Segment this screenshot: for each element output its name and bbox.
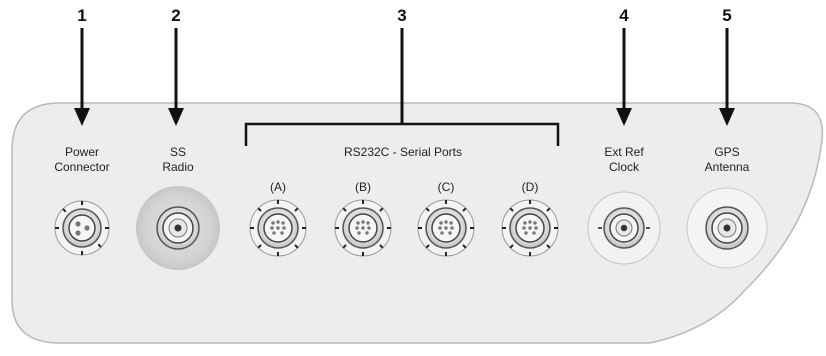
callout-number-3: 3: [397, 6, 407, 25]
serial-ports-bracket: [244, 122, 560, 146]
serial-ports-title: RS232C - Serial Ports: [343, 145, 463, 159]
power-label-line2: Connector: [54, 160, 110, 174]
serial-port-label-d: (D): [521, 180, 539, 194]
radio-label-line1: SS: [169, 145, 186, 159]
serial-port-c: [417, 199, 475, 257]
callout-number-4: 4: [619, 6, 629, 25]
ext-ref-label-line1: Ext Ref: [604, 145, 644, 159]
serial-port-label-a: (A): [270, 180, 286, 194]
gps-antenna-label: GPS Antenna: [672, 145, 782, 175]
radio-connector: [136, 186, 220, 270]
gps-label-line2: Antenna: [704, 160, 750, 174]
ext-ref-label-line2: Clock: [608, 160, 639, 174]
callout-arrow-1: [74, 28, 90, 126]
ext-ref-clock-connector: [587, 191, 661, 265]
radio-label-line2: Radio: [162, 160, 194, 174]
callout-number-5: 5: [722, 6, 732, 25]
callout-arrow-4: [616, 28, 632, 126]
power-connector: [54, 200, 110, 256]
serial-port-label-b: (B): [355, 180, 371, 194]
power-label-line1: Power: [64, 145, 99, 159]
callout-arrow-2: [168, 28, 184, 126]
serial-port-a: [249, 199, 307, 257]
radio-connector-label: SS Radio: [123, 145, 233, 175]
panel-body: [11, 102, 824, 344]
callout-number-2: 2: [171, 6, 181, 25]
serial-port-label-c: (C): [437, 180, 455, 194]
serial-port-d: [501, 199, 559, 257]
serial-port-b: [334, 199, 392, 257]
gps-label-line1: GPS: [714, 145, 740, 159]
ext-ref-clock-label: Ext Ref Clock: [569, 145, 679, 175]
gps-antenna-connector: [686, 187, 768, 269]
power-connector-label: Power Connector: [27, 145, 137, 175]
callout-number-1: 1: [77, 6, 87, 25]
callout-arrow-5: [719, 28, 735, 126]
